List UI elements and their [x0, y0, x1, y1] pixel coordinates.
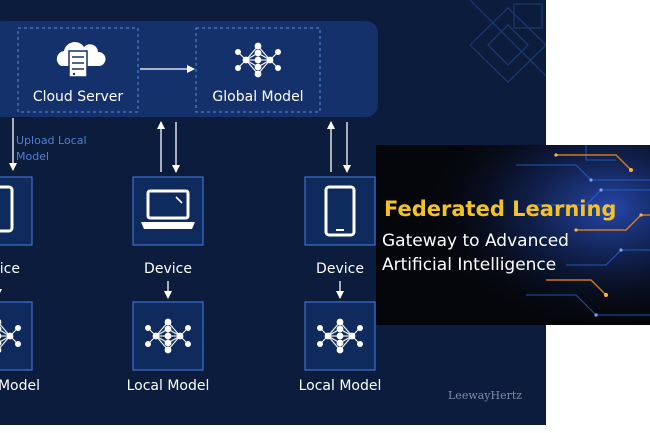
device-right-label: Device [290, 261, 390, 277]
local-model-center-label: Local Model [113, 378, 223, 394]
banner-subtitle-line1: Gateway to Advanced [382, 231, 569, 251]
federated-learning-banner: Federated Learning Gateway to Advanced A… [376, 145, 650, 325]
decorative-diamonds [470, 0, 546, 82]
upload-note-line2: Model [16, 149, 49, 165]
device-left-label: Device [0, 261, 32, 277]
device-center-box [133, 177, 203, 245]
watermark: LeewayHertz [448, 389, 522, 402]
banner-subtitle-line2: Artificial Intelligence [382, 255, 556, 275]
banner-title: Federated Learning [384, 197, 616, 221]
global-model-label: Global Model [196, 89, 320, 105]
cloud-server-label: Cloud Server [18, 89, 138, 105]
local-model-right-label: Local Model [285, 378, 395, 394]
local-model-left-label: Model [0, 378, 40, 394]
upload-note-line1: Upload Local [16, 133, 87, 149]
device-center-label: Device [118, 261, 218, 277]
